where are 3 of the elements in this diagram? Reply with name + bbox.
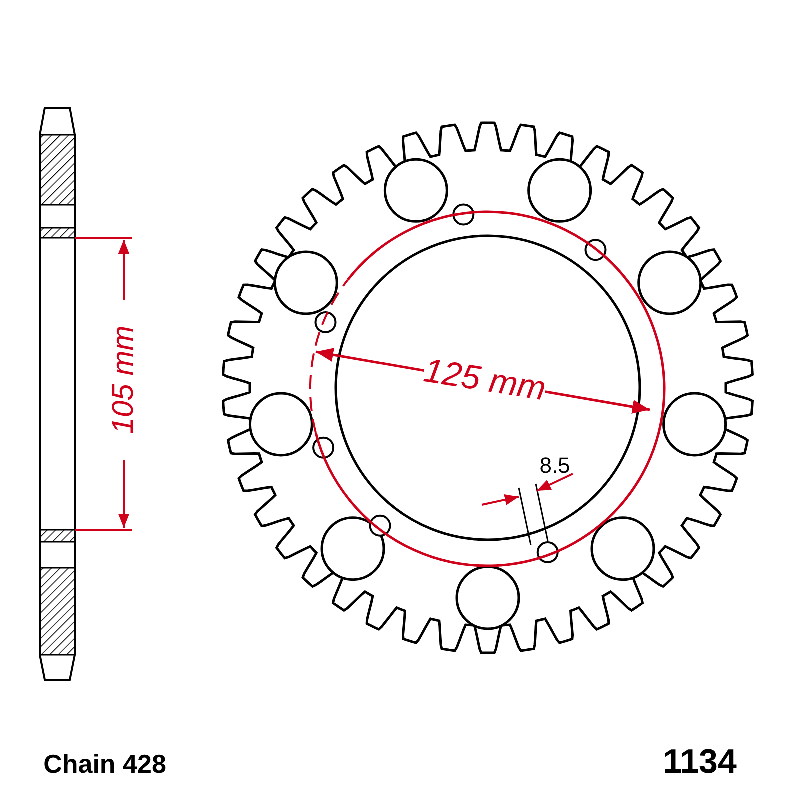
part-caption: Chain 428 — [44, 751, 166, 777]
part-number: 1134 — [663, 745, 737, 779]
dimension-label: 8.5 — [540, 455, 570, 477]
